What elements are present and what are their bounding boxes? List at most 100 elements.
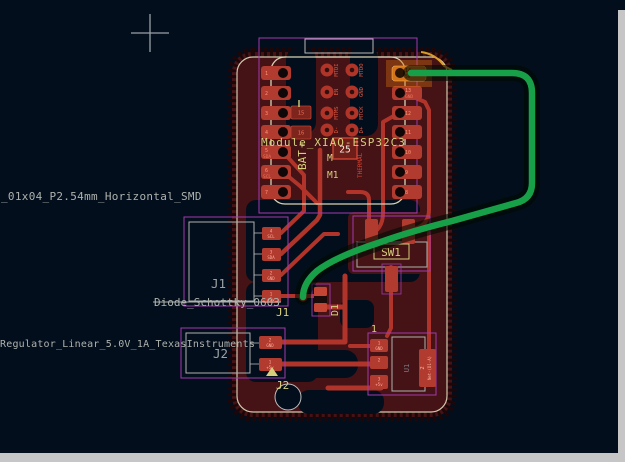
pad-number: 7 xyxy=(265,190,268,196)
d1-pad-bottom[interactable] xyxy=(314,303,327,312)
pad-signal: SDA xyxy=(263,154,271,160)
module-pad-11[interactable]: 11 xyxy=(392,125,422,139)
u1-pad-3[interactable]: 3 +5v xyxy=(370,375,388,389)
j1-courtyard xyxy=(183,216,289,307)
module-pad-8[interactable]: 8 xyxy=(392,185,422,199)
sw1-ref[interactable]: SW1 xyxy=(381,246,401,259)
module-right-pads[interactable]: 14 5v 13 GND 12 11 10 9 8 xyxy=(391,65,427,199)
j1-pad-3[interactable]: 3 SDA xyxy=(262,248,281,261)
testpoint-labels: MTDI MTDO EN GND MTMS MTCK D- D+ xyxy=(334,63,365,133)
module-pad-7[interactable]: 7 xyxy=(261,185,291,199)
j2-silk-ref[interactable]: J2 xyxy=(276,379,289,392)
pinheader-name-text[interactable]: _01x04_P2.54mm_Horizontal_SMD xyxy=(1,190,202,203)
pcb-board[interactable] xyxy=(227,46,457,422)
module-pad-6[interactable]: 6 SCL xyxy=(261,165,291,180)
module-pad-3[interactable]: 3 xyxy=(261,106,291,120)
pad-number: 2 xyxy=(265,91,268,97)
d1-courtyard xyxy=(311,283,331,317)
pad-signal: GND xyxy=(405,94,413,100)
pad-number: 3 xyxy=(270,250,273,255)
cursor-crosshair xyxy=(131,14,169,52)
window-bottom-edge xyxy=(0,453,625,462)
d1-diode[interactable] xyxy=(311,283,331,317)
thermal-pad[interactable]: 25 THERMAL xyxy=(332,137,364,178)
mounting-hole[interactable] xyxy=(274,383,302,411)
trace[interactable] xyxy=(279,192,306,235)
highlighted-net-route[interactable] xyxy=(295,65,540,305)
j1-pad-4[interactable]: 4 SCL xyxy=(262,227,281,240)
tp-label-dplus: D+ xyxy=(359,126,365,133)
pad-number: 4 xyxy=(270,229,273,234)
trace[interactable] xyxy=(278,147,323,257)
pad-number: 12 xyxy=(405,111,411,117)
j1-leads xyxy=(254,232,262,297)
j1-ref-text[interactable]: J1 xyxy=(211,276,226,291)
d1-body xyxy=(314,296,327,303)
j2-leads xyxy=(250,342,259,365)
j2-fab-outline[interactable] xyxy=(185,332,251,374)
pad-signal: SCL xyxy=(263,174,271,180)
pad-signal: GND xyxy=(267,276,275,281)
pad-number: 1 xyxy=(265,71,268,77)
module-testpoints[interactable]: MTDI MTDO EN GND MTMS MTCK D- D+ xyxy=(320,63,366,137)
module-pad-12[interactable]: 12 xyxy=(392,106,422,120)
j1-silk-ref[interactable]: J1 xyxy=(276,306,289,319)
pad-signal: +5v xyxy=(267,297,275,302)
j2-pad-2[interactable]: 2 GND xyxy=(259,336,282,349)
j2-ref-text[interactable]: J2 xyxy=(213,346,228,361)
module-pad-5[interactable]: 5 SDA xyxy=(261,145,291,160)
pad-number: 2 xyxy=(269,338,272,343)
pad-number: 8 xyxy=(405,190,408,196)
green-trace[interactable] xyxy=(299,69,536,301)
sw1-pad-courtyard xyxy=(381,263,402,295)
module-m-label[interactable]: M xyxy=(327,153,333,164)
tp-label-mtdi: MTDI xyxy=(334,63,340,76)
tp-label-mtdo: MTDO xyxy=(359,63,365,76)
j1-pad-1[interactable]: 1 +5v xyxy=(262,290,281,303)
module-ref[interactable]: M1 xyxy=(327,170,339,181)
u1-ref-faint[interactable]: U1 xyxy=(403,364,411,372)
testpoint-holes xyxy=(324,67,355,133)
pad-number: 13 xyxy=(405,88,411,94)
module-pad-10[interactable]: 10 xyxy=(392,145,422,159)
module-pad-4[interactable]: 4 xyxy=(261,125,291,139)
j1-pad-2[interactable]: 2 GND xyxy=(262,269,281,282)
j2-pad-1[interactable]: 1 +5v xyxy=(259,358,282,371)
u1-pads[interactable]: 1 GND 2 3 +5v 2 Net-(D1-A) U1 xyxy=(370,339,436,389)
module-pad-1[interactable]: 1 xyxy=(261,66,291,80)
bat-plus-label[interactable]: + xyxy=(299,140,305,151)
module-name-silk[interactable]: Module_XIAO-ESP32C3 xyxy=(261,136,406,149)
bat-label[interactable]: BAT xyxy=(296,150,309,170)
board-edge-hatch xyxy=(227,47,457,422)
j1-fab-outline[interactable] xyxy=(188,221,255,302)
u1-ref-digit[interactable]: 1 xyxy=(371,324,377,335)
pad-number: 16 xyxy=(298,131,305,137)
module-left-pads[interactable]: 1 2 3 4 5 SDA 6 SCL 7 xyxy=(261,66,291,199)
sw1-pad-bottom[interactable] xyxy=(385,266,398,292)
pad-number: 9 xyxy=(405,170,408,176)
j2-pads[interactable]: 2 GND 1 +5v xyxy=(259,336,282,371)
regulator-name-text[interactable]: Regulator_Linear_5.0V_1A_TexasInstrument… xyxy=(0,339,255,350)
module-pad-2[interactable]: 2 xyxy=(261,86,291,100)
footprint-name-texts[interactable]: _01x04_P2.54mm_Horizontal_SMD Diode_Scho… xyxy=(0,190,281,361)
u1-tab-pad[interactable]: 2 Net-(D1-A) xyxy=(419,349,436,387)
module-pad-9[interactable]: 9 xyxy=(392,165,422,179)
u1-pad-2[interactable]: 2 xyxy=(370,356,388,369)
d1-pad-top[interactable] xyxy=(314,287,327,296)
pad-signal: +5v xyxy=(375,382,383,387)
tp-label-mtms: MTMS xyxy=(334,106,340,119)
d1-ref[interactable]: D1 xyxy=(330,304,341,316)
pin1-triangle-mark xyxy=(266,367,278,376)
battery-pads[interactable]: 15 16 xyxy=(290,105,312,140)
j1-pads[interactable]: 4 SCL 3 SDA 2 GND 1 +5v xyxy=(262,227,281,303)
pad-number: 10 xyxy=(405,150,411,156)
trace[interactable] xyxy=(346,190,371,221)
trace[interactable] xyxy=(279,232,340,277)
tp-label-dminus: D- xyxy=(334,127,340,134)
u1-pad-1[interactable]: 1 GND xyxy=(370,339,388,352)
pad-number: 1 xyxy=(378,341,381,346)
module-pad-13[interactable]: 13 GND xyxy=(392,86,422,100)
pad-number: 4 xyxy=(265,130,268,136)
pad-signal: +5v xyxy=(266,365,274,370)
